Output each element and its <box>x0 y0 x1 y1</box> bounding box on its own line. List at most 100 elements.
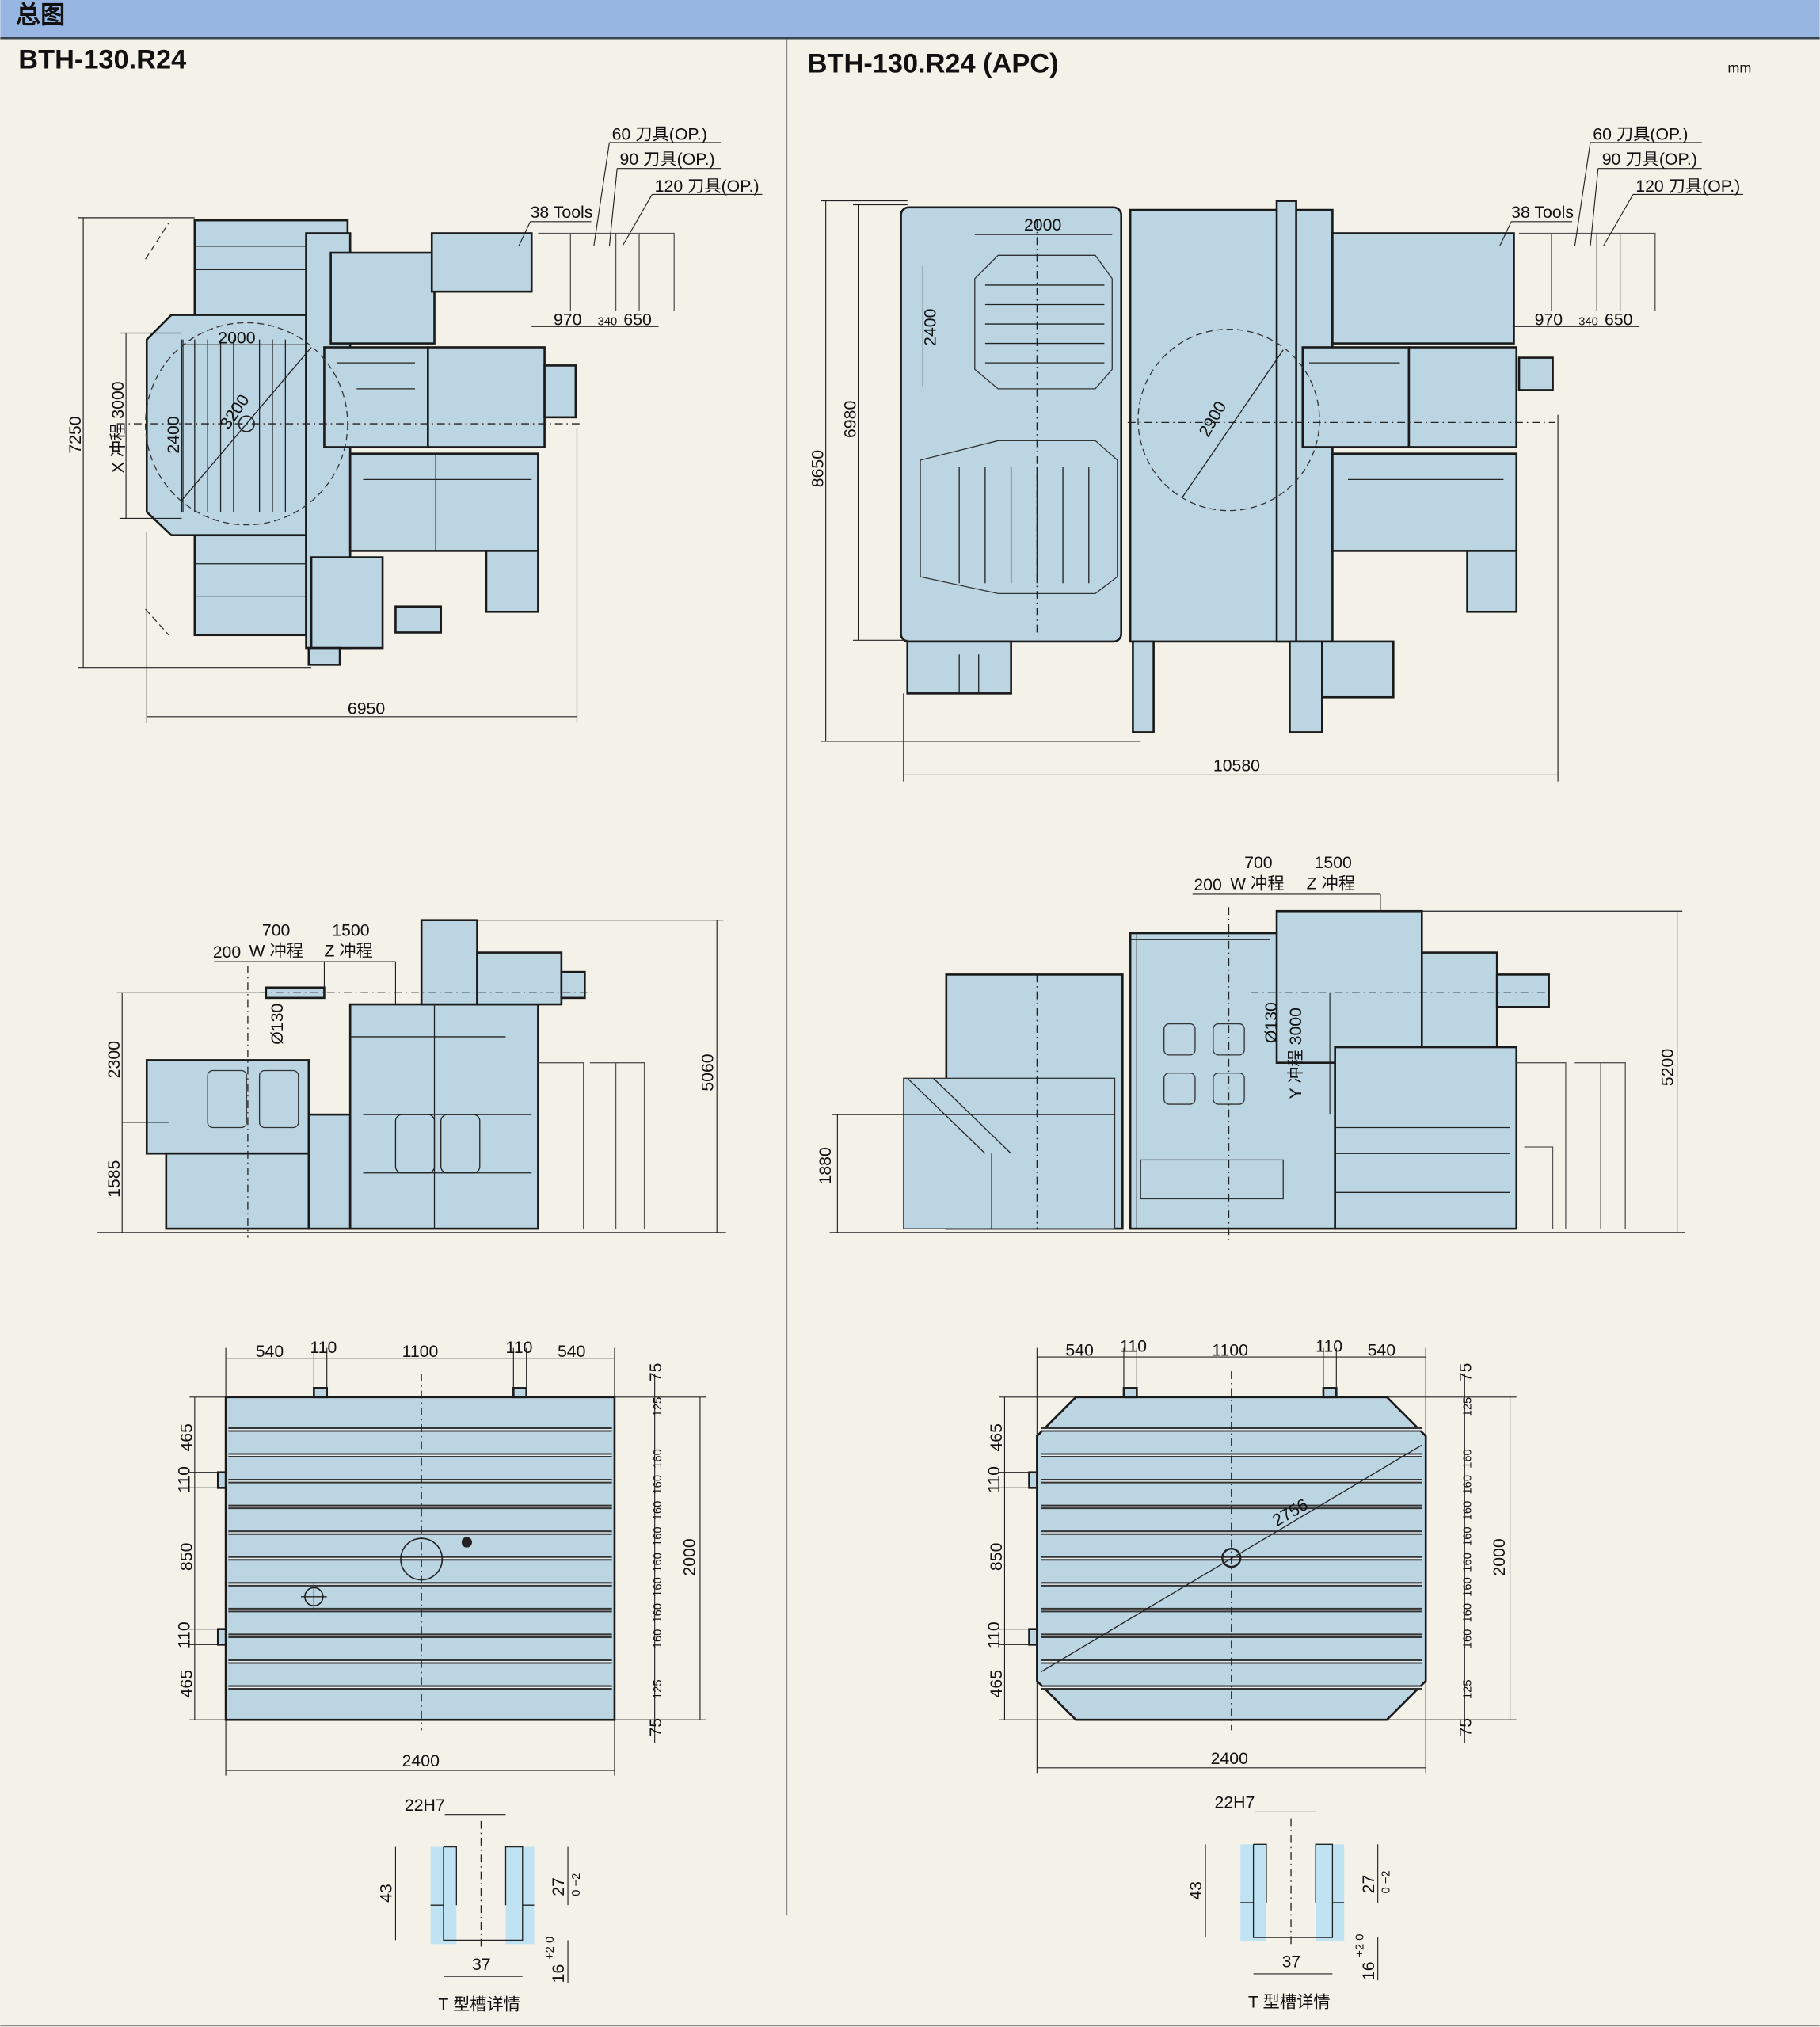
left-tslot-37: 37 <box>472 1955 491 1974</box>
left-tslot-width: 22H7 <box>405 1796 445 1815</box>
right-elevation-view: 700 1500 200 W 冲程 Z 冲程 Ø130 Y 冲程 3000 18… <box>816 853 1685 1242</box>
right-dim-10580: 10580 <box>1213 756 1260 775</box>
left-tslot-detail: 22H7 43 27 0 −2 37 16 +2 0 T 型槽详情 <box>377 1796 583 2014</box>
left-w-stroke: W 冲程 <box>249 942 304 961</box>
left-tools-90-label: 90 刀具(OP.) <box>619 150 714 169</box>
right-table-right-dim: 160 <box>1461 1475 1474 1495</box>
right-dim-650: 650 <box>1605 311 1632 330</box>
right-tslot-27: 27 <box>1359 1875 1378 1894</box>
right-table-top-dim: 540 <box>1065 1340 1093 1359</box>
left-tslot-16-tol: +2 0 <box>544 1937 557 1960</box>
left-dim-2300: 2300 <box>105 1041 124 1078</box>
left-tools-38-label: 38 Tools <box>531 203 593 222</box>
left-elev-dim-200: 200 <box>213 943 241 962</box>
right-dim-2400: 2400 <box>921 309 940 346</box>
left-table-right-dim: 160 <box>652 1449 664 1469</box>
left-dim-7250: 7250 <box>66 416 85 453</box>
left-plan-view: 60 刀具(OP.) 90 刀具(OP.) 120 刀具(OP.) 38 Too… <box>66 125 763 723</box>
left-table-right-dim: 160 <box>652 1629 664 1649</box>
left-dim-1585: 1585 <box>105 1160 124 1198</box>
left-tools-120-label: 120 刀具(OP.) <box>655 177 760 196</box>
right-tslot-37: 37 <box>1282 1953 1301 1972</box>
right-plan-view: 60 刀具(OP.) 90 刀具(OP.) 120 刀具(OP.) 38 Too… <box>808 125 1744 782</box>
right-table-top-dim: 540 <box>1368 1340 1395 1359</box>
left-table-left-dim: 850 <box>177 1543 196 1571</box>
header-title: 总图 <box>16 1 65 29</box>
right-dim-970: 970 <box>1535 311 1563 330</box>
left-dim-6950: 6950 <box>348 699 385 718</box>
right-tools-120-label: 120 刀具(OP.) <box>1635 177 1740 196</box>
right-table-left-dim: 850 <box>987 1543 1006 1571</box>
right-dim-2000: 2000 <box>1024 215 1061 234</box>
right-table-right-dim: 160 <box>1461 1629 1474 1649</box>
right-table-right-dim: 75 <box>1456 1718 1475 1737</box>
right-y-stroke: Y 冲程 3000 <box>1286 1008 1305 1099</box>
right-tslot-depth: 43 <box>1186 1881 1205 1900</box>
right-tslot-width: 22H7 <box>1215 1793 1255 1812</box>
right-table-top-dim: 1100 <box>1212 1340 1248 1359</box>
left-table-top-dim: 540 <box>558 1342 585 1361</box>
left-table-right-dim: 160 <box>652 1553 664 1572</box>
right-table-right-dim: 160 <box>1461 1449 1474 1469</box>
right-tools-60-label: 60 刀具(OP.) <box>1593 125 1688 144</box>
left-tslot-27: 27 <box>549 1877 568 1896</box>
left-elev-dim-1500: 1500 <box>332 920 369 939</box>
left-table-top-dim: 110 <box>506 1338 533 1357</box>
left-tslot-depth: 43 <box>377 1884 396 1903</box>
left-z-stroke: Z 冲程 <box>324 942 372 961</box>
left-elev-dim-700: 700 <box>262 920 290 939</box>
right-tslot-detail: 22H7 43 27 0 −2 37 16 +2 0 T 型槽详情 <box>1186 1793 1392 2011</box>
left-table-top-dim: 110 <box>310 1338 337 1357</box>
right-tslot-16-tol: +2 0 <box>1354 1934 1367 1957</box>
right-elev-dim-1500: 1500 <box>1314 853 1351 872</box>
left-table-right-dim: 160 <box>652 1603 664 1623</box>
left-table-right-dim: 160 <box>652 1577 664 1597</box>
left-tools-60-label: 60 刀具(OP.) <box>612 125 707 144</box>
left-table-right-dim: 160 <box>652 1526 664 1546</box>
right-table-left-dim: 110 <box>984 1466 1003 1493</box>
right-table-height: 2000 <box>1490 1538 1509 1575</box>
left-table-left-dim: 465 <box>177 1670 196 1697</box>
right-table-right-dim: 160 <box>1461 1603 1474 1623</box>
left-table-right-dim: 75 <box>646 1363 665 1382</box>
left-table-width: 2400 <box>402 1751 440 1770</box>
left-tslot-27-tol: 0 −2 <box>570 1873 583 1896</box>
right-elev-dim-700: 700 <box>1244 853 1272 872</box>
right-table-left-dim: 110 <box>984 1621 1003 1648</box>
left-elevation-view: 700 1500 200 W 冲程 Z 冲程 Ø130 2300 1585 50… <box>97 919 726 1238</box>
right-z-stroke: Z 冲程 <box>1307 874 1355 893</box>
left-table-right-dim: 125 <box>652 1397 664 1417</box>
right-table-left-dim: 465 <box>987 1670 1006 1697</box>
right-dim-5200: 5200 <box>1658 1049 1677 1086</box>
left-dim-5060: 5060 <box>698 1054 717 1091</box>
right-tslot-caption: T 型槽详情 <box>1248 1992 1331 2011</box>
left-dia-130: Ø130 <box>268 1004 287 1045</box>
right-table-width: 2400 <box>1211 1749 1248 1768</box>
right-dim-8650: 8650 <box>808 450 827 487</box>
left-table-right-dim: 160 <box>652 1475 664 1495</box>
left-tslot-caption: T 型槽详情 <box>438 1995 520 2014</box>
left-table-right-dim: 160 <box>652 1501 664 1521</box>
left-table-left-dim: 465 <box>177 1423 196 1451</box>
right-table-right-dim: 125 <box>1461 1397 1474 1417</box>
unit-label: mm <box>1727 60 1751 76</box>
left-table-height: 2000 <box>680 1538 699 1575</box>
left-dim-970: 970 <box>554 311 581 330</box>
right-table-left-dim: 465 <box>987 1423 1006 1451</box>
left-table-left-dim: 110 <box>174 1621 193 1648</box>
left-table-left-dim: 110 <box>174 1466 193 1493</box>
right-elev-dim-200: 200 <box>1194 875 1221 894</box>
right-table-view: 540 110 1100 110 540 465 110 850 110 465… <box>984 1337 1517 1774</box>
left-dim-2000: 2000 <box>218 329 255 348</box>
right-model-title: BTH-130.R24 (APC) <box>808 49 1059 79</box>
right-table-right-dim: 125 <box>1461 1679 1474 1699</box>
right-table-top-dim: 110 <box>1316 1337 1342 1356</box>
header-band <box>0 0 1820 38</box>
right-tslot-16: 16 <box>1359 1961 1378 1980</box>
left-x-stroke: X 冲程 3000 <box>109 381 128 473</box>
left-table-right-dim: 75 <box>646 1718 665 1737</box>
right-table-right-dim: 160 <box>1461 1553 1474 1572</box>
right-dia-130: Ø130 <box>1262 1002 1281 1043</box>
left-dim-650: 650 <box>623 311 651 330</box>
right-table-right-dim: 160 <box>1461 1526 1474 1546</box>
